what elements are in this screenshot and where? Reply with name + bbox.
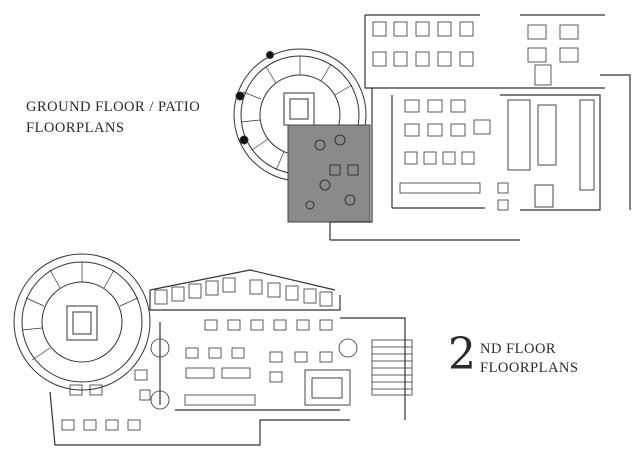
ground-floor-label: GROUND FLOOR / PATIO FLOORPLANS [26,97,200,139]
second-floor-booths [154,277,333,307]
ground-floor-upper-tables [372,21,579,86]
ground-floor-walls [329,14,631,241]
second-floor-spiral-stair [13,253,151,391]
ground-floor-bar [507,99,595,208]
ground-floor-title-line2: FLOORPLANS [26,120,125,136]
ground-floor-dining-tables [399,99,509,211]
ground-floor-title-line1: GROUND FLOOR / PATIO [26,99,201,115]
ground-floor-plan [233,14,631,241]
second-floor-label: ND FLOOR FLOORPLANS [480,340,578,378]
second-floor-bar [304,369,351,406]
second-floor-number: 2 [448,329,477,380]
second-floor-title-line1: ND FLOOR [480,341,557,357]
second-floor-dining-tables [61,319,358,431]
ground-floor-highlight-zone [287,124,371,223]
second-floor-exterior-stairs [371,339,413,396]
second-floor-title-line2: FLOORPLANS [480,360,579,376]
second-floor-plan [13,253,413,446]
second-floor-walls [49,269,406,446]
